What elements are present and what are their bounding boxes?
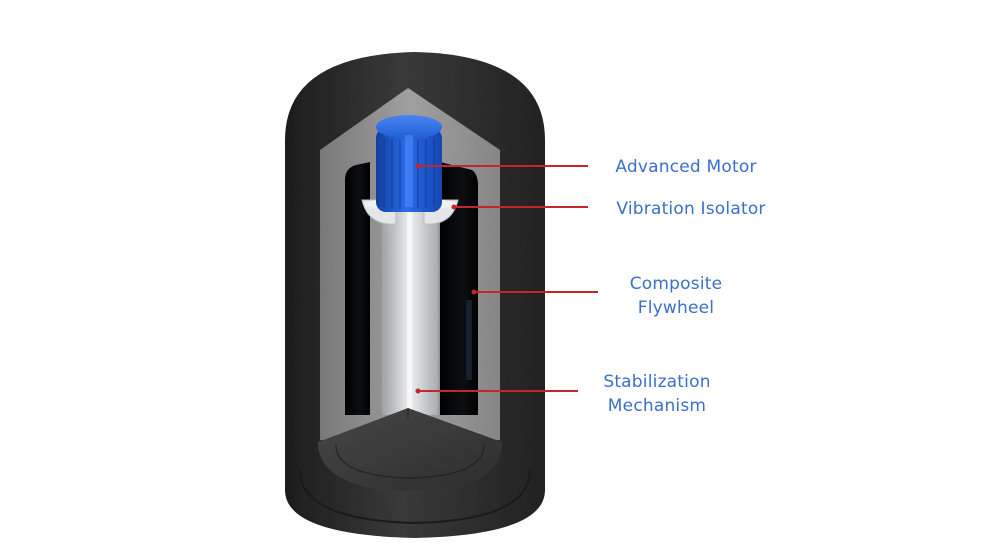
leader-dot-stabilization-mechanism [415, 388, 421, 394]
label-stabilization-mechanism: Stabilization Mechanism [415, 372, 710, 416]
inner-cavity [345, 162, 478, 415]
label-line: Vibration Isolator [616, 199, 765, 219]
label-text-stabilization-mechanism-2: Mechanism [608, 396, 706, 416]
label-text-stabilization-mechanism: Stabilization [603, 372, 710, 392]
label-vibration-isolator: Vibration Isolator [451, 199, 765, 219]
label-text-vibration-isolator: Vibration Isolator [616, 199, 765, 219]
advanced-motor-part [376, 115, 442, 212]
label-line: Composite [630, 274, 723, 294]
label-line: Advanced Motor [615, 157, 756, 177]
label-composite-flywheel: Composite Flywheel [471, 274, 723, 318]
base-cutaway-floor [318, 408, 502, 492]
label-text-composite-flywheel: Composite [630, 274, 723, 294]
label-line: Stabilization [603, 372, 710, 392]
label-line: Mechanism [608, 396, 706, 416]
label-text-advanced-motor: Advanced Motor [615, 157, 756, 177]
leader-dot-vibration-isolator [451, 204, 457, 210]
leader-dot-advanced-motor [415, 163, 421, 169]
central-shaft [382, 205, 438, 415]
leader-dot-composite-flywheel [471, 289, 477, 295]
label-text-composite-flywheel-2: Flywheel [638, 298, 714, 318]
label-advanced-motor: Advanced Motor [415, 157, 756, 177]
label-line: Flywheel [638, 298, 714, 318]
